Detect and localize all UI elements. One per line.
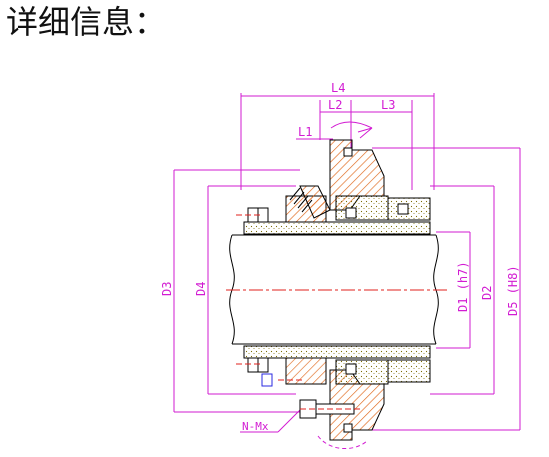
spring-upper — [289, 187, 313, 213]
dim-label-d3: D3 — [160, 282, 174, 296]
dim-label-l2: L2 — [328, 98, 342, 112]
dim-label-d4: D4 — [194, 282, 208, 296]
dim-label-l3: L3 — [381, 98, 395, 112]
dim-label-l4: L4 — [331, 81, 345, 95]
dimension-lines — [173, 93, 521, 433]
dim-label-n-mx: N-Mx — [242, 420, 269, 433]
dim-label-l1: L1 — [298, 125, 312, 139]
dim-label-d5: D5 (H8) — [506, 265, 520, 316]
dim-label-d2: D2 — [480, 286, 494, 300]
hidden-arc-bottom — [317, 435, 369, 449]
seal-lower-half — [243, 345, 431, 441]
page-heading: 详细信息： — [6, 3, 167, 41]
dim-label-d1: D1 (h7) — [456, 261, 470, 312]
seal-upper-half — [243, 139, 431, 235]
